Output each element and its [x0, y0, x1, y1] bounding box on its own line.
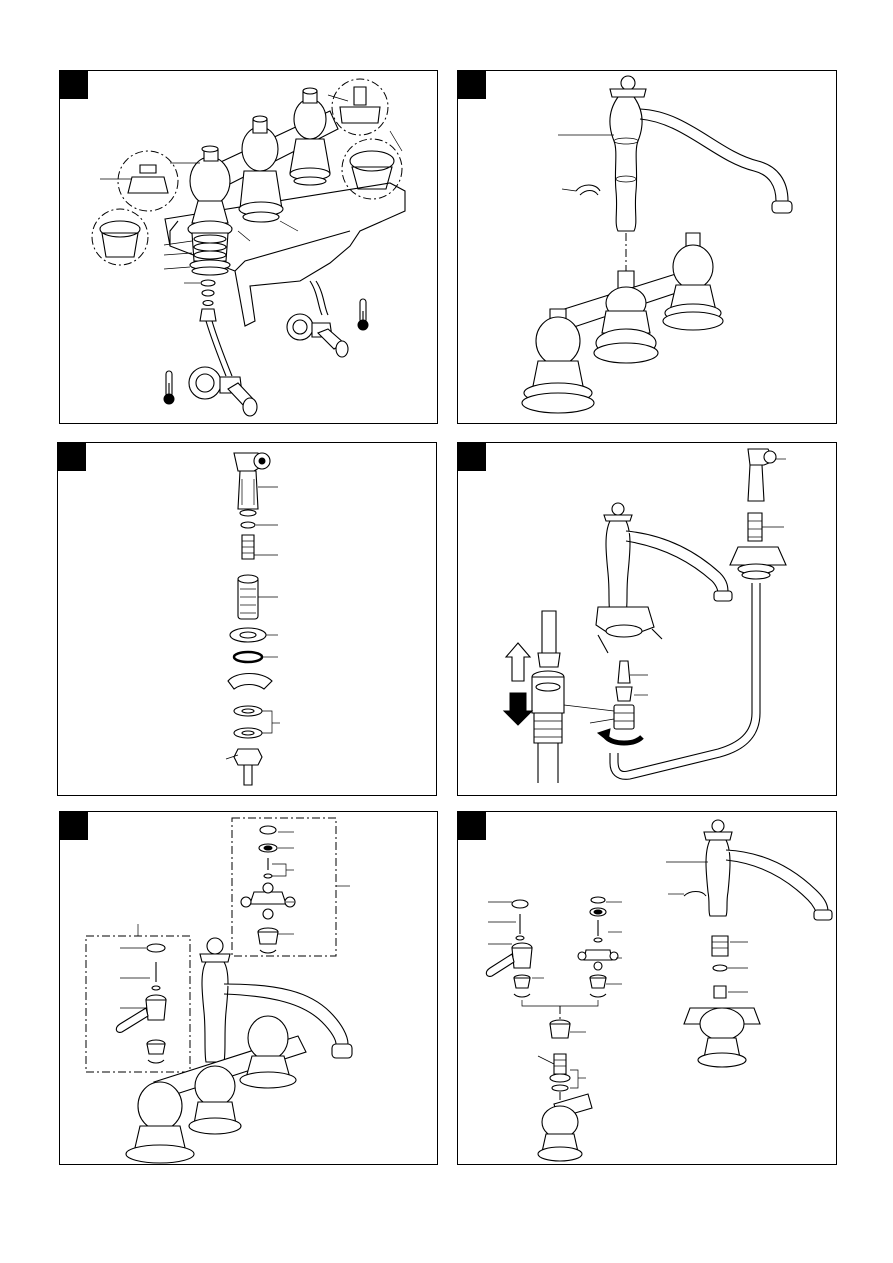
- side-spray-exploded-illustration: [58, 443, 438, 797]
- thermometer-icon: [164, 371, 174, 404]
- spout-install-illustration: [458, 71, 838, 425]
- step-panel-2: [457, 70, 837, 424]
- thermometer-icon: [358, 299, 368, 330]
- up-arrow-icon: [506, 643, 530, 681]
- step-panel-3: [57, 442, 437, 796]
- valve-mounting-illustration: [60, 71, 439, 425]
- rotate-arrow-icon: [598, 729, 642, 743]
- step-panel-5: [59, 811, 438, 1165]
- step-panel-1: [59, 70, 438, 424]
- spray-hose-connect-illustration: [458, 443, 838, 797]
- handles-and-spout-removal-illustration: [458, 812, 838, 1166]
- step-panel-4: [457, 442, 837, 796]
- step-panel-6: [457, 811, 837, 1165]
- down-arrow-icon: [504, 693, 532, 725]
- handle-assembly-illustration: [60, 812, 439, 1166]
